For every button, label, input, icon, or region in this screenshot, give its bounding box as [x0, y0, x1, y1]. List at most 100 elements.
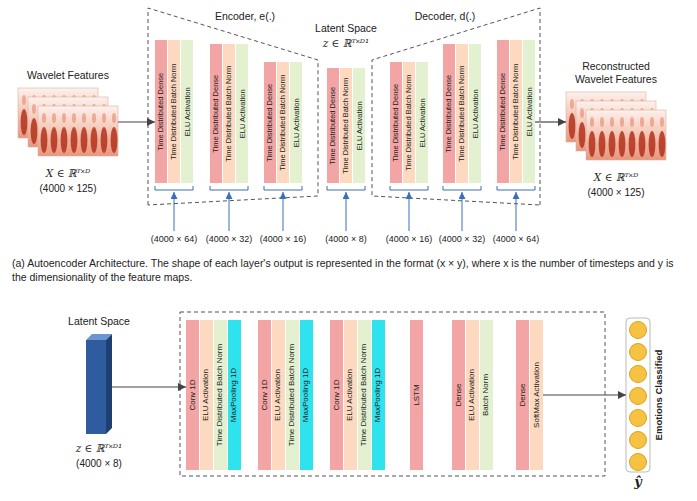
layer-name: Time Distributed Dense — [266, 83, 274, 161]
output-unit — [630, 410, 647, 427]
output-vector — [626, 318, 650, 472]
figure-caption: (a) Autoencoder Architecture. The shape … — [12, 256, 687, 284]
shape-pointer — [174, 192, 516, 231]
layer-bar: Dense — [452, 320, 465, 470]
layer-bar: Time Distributed Batch Norm — [223, 44, 235, 183]
heatmap-card — [586, 110, 666, 160]
layer-bar: Time Distributed Batch Norm — [510, 40, 522, 183]
math-label: z ∈ ℝᵀ˟ᴰ¹ — [44, 442, 154, 455]
layer-bar: SoftMax Activation — [530, 320, 543, 470]
layer-name: Time Distributed Batch Norm — [289, 344, 297, 446]
section-title: Encoder, e(.) — [215, 10, 275, 23]
layer-name: ELU Activation — [183, 87, 191, 136]
node-heading: Wavelet Features — [0, 69, 138, 82]
shape-label: (4000 × 16) — [386, 234, 432, 245]
section-title: Latent Space — [315, 22, 377, 35]
layer-bar: ELU Activation — [523, 40, 535, 183]
output-unit — [630, 366, 647, 383]
math-label: X ∈ ℝᵀ˟ᴰ — [546, 171, 686, 184]
layer-bar: MaxPooling 1D — [228, 320, 241, 470]
layer-bar: Time Distributed Dense — [497, 40, 509, 183]
layer-bar: Conv 1D — [258, 320, 271, 470]
layer-bar: Time Distributed Batch Norm — [286, 320, 299, 470]
layer-bar: ELU Activation — [466, 320, 479, 470]
output-vector: Emotions Classifiedŷ — [626, 318, 650, 472]
layer-name: Batch Norm — [483, 374, 491, 416]
layer-name: MaxPooling 1D — [375, 368, 383, 422]
layer-name: Dense — [519, 383, 527, 406]
layer-bar: MaxPooling 1D — [300, 320, 313, 470]
layer-name: ELU Activation — [355, 101, 363, 150]
layer-name: ELU Activation — [471, 89, 479, 138]
layer-name: MaxPooling 1D — [231, 368, 239, 422]
node-heading: Latent Space — [44, 315, 154, 328]
flow-arrow — [543, 394, 626, 395]
output-unit — [630, 454, 647, 471]
shape-label: (4000 × 64) — [493, 234, 539, 245]
layer-name: SoftMax Activation — [533, 362, 541, 428]
group-bracket — [155, 186, 535, 190]
latent-tensor — [86, 340, 106, 434]
layer-bar: LSTM — [410, 320, 423, 470]
layer-bar: Time Distributed Batch Norm — [214, 320, 227, 470]
heatmap-card — [38, 106, 118, 156]
layer-name: Dense — [455, 383, 463, 406]
flow-arrow — [112, 386, 186, 387]
output-unit — [630, 344, 647, 361]
layer-bar: Time Distributed Batch Norm — [340, 68, 352, 183]
layer-name: Conv 1D — [189, 379, 197, 410]
output-unit — [630, 322, 647, 339]
shape-label: (4000 × 32) — [206, 234, 252, 245]
layer-name: Time Distributed Batch Norm — [342, 78, 350, 174]
layer-name: ELU Activation — [203, 369, 211, 421]
layer-name: ELU Activation — [347, 369, 355, 421]
layer-bar: ELU Activation — [200, 320, 213, 470]
latent-tensor — [106, 334, 112, 434]
layer-bar: Time Distributed Dense — [264, 62, 276, 183]
layer-name: Time Distributed Dense — [499, 72, 507, 150]
output-unit — [630, 432, 647, 449]
layer-name: Time Distributed Dense — [392, 83, 400, 161]
output-symbol: ŷ — [616, 474, 660, 490]
layer-bar: Conv 1D — [186, 320, 199, 470]
layer-name: Time Distributed Batch Norm — [361, 344, 369, 446]
layer-bar: ELU Activation — [181, 40, 193, 183]
layer-bar: ELU Activation — [353, 68, 365, 183]
layer-bar: Time Distributed Dense — [155, 40, 167, 183]
layer-name: Time Distributed Dense — [445, 74, 453, 152]
layer-name: LSTM — [413, 384, 421, 405]
layer-name: Time Distributed Batch Norm — [279, 75, 287, 171]
layer-bar: Conv 1D — [330, 320, 343, 470]
shape-label: (4000 × 8) — [325, 234, 366, 245]
layer-bar: Batch Norm — [480, 320, 493, 470]
math-label: z ∈ ℝᵀ˟ᴰ¹ — [323, 37, 370, 50]
shape-label: (4000 × 125) — [546, 187, 686, 200]
layer-bar: ELU Activation — [272, 320, 285, 470]
flow-arrow — [535, 121, 566, 122]
shape-pointer — [409, 192, 410, 231]
layer-bar: ELU Activation — [290, 62, 302, 183]
layer-bar: Time Distributed Dense — [390, 62, 402, 183]
shape-pointer — [346, 192, 347, 231]
decoder-outline — [372, 8, 540, 205]
layer-name: Time Distributed Dense — [157, 72, 165, 150]
layer-name: Time Distributed Batch Norm — [405, 75, 413, 171]
layer-name: ELU Activation — [275, 369, 283, 421]
latent-tensor: Latent Spacez ∈ ℝᵀ˟ᴰ¹(4000 × 8) — [86, 334, 112, 434]
classifier-frame — [180, 312, 605, 476]
layer-bar: Time Distributed Batch Norm — [403, 62, 415, 183]
output-features: Reconstructed Wavelet FeaturesX ∈ ℝᵀ˟ᴰ(4… — [566, 92, 666, 160]
math-label: X ∈ ℝᵀ˟ᴰ — [0, 167, 138, 180]
shape-label: (4000 × 64) — [151, 234, 197, 245]
layer-bar: ELU Activation — [344, 320, 357, 470]
shape-pointer — [229, 192, 230, 231]
shape-label: (4000 × 16) — [260, 234, 306, 245]
layer-bar: Dense — [516, 320, 529, 470]
shape-pointer — [516, 192, 517, 231]
layer-name: Time Distributed Batch Norm — [170, 64, 178, 160]
encoder-outline — [148, 8, 318, 205]
layer-name: Conv 1D — [261, 379, 269, 410]
layer-name: Time Distributed Batch Norm — [512, 64, 520, 160]
shape-label: (4000 × 8) — [44, 458, 154, 471]
section-title: Decoder, d(.) — [415, 10, 476, 23]
